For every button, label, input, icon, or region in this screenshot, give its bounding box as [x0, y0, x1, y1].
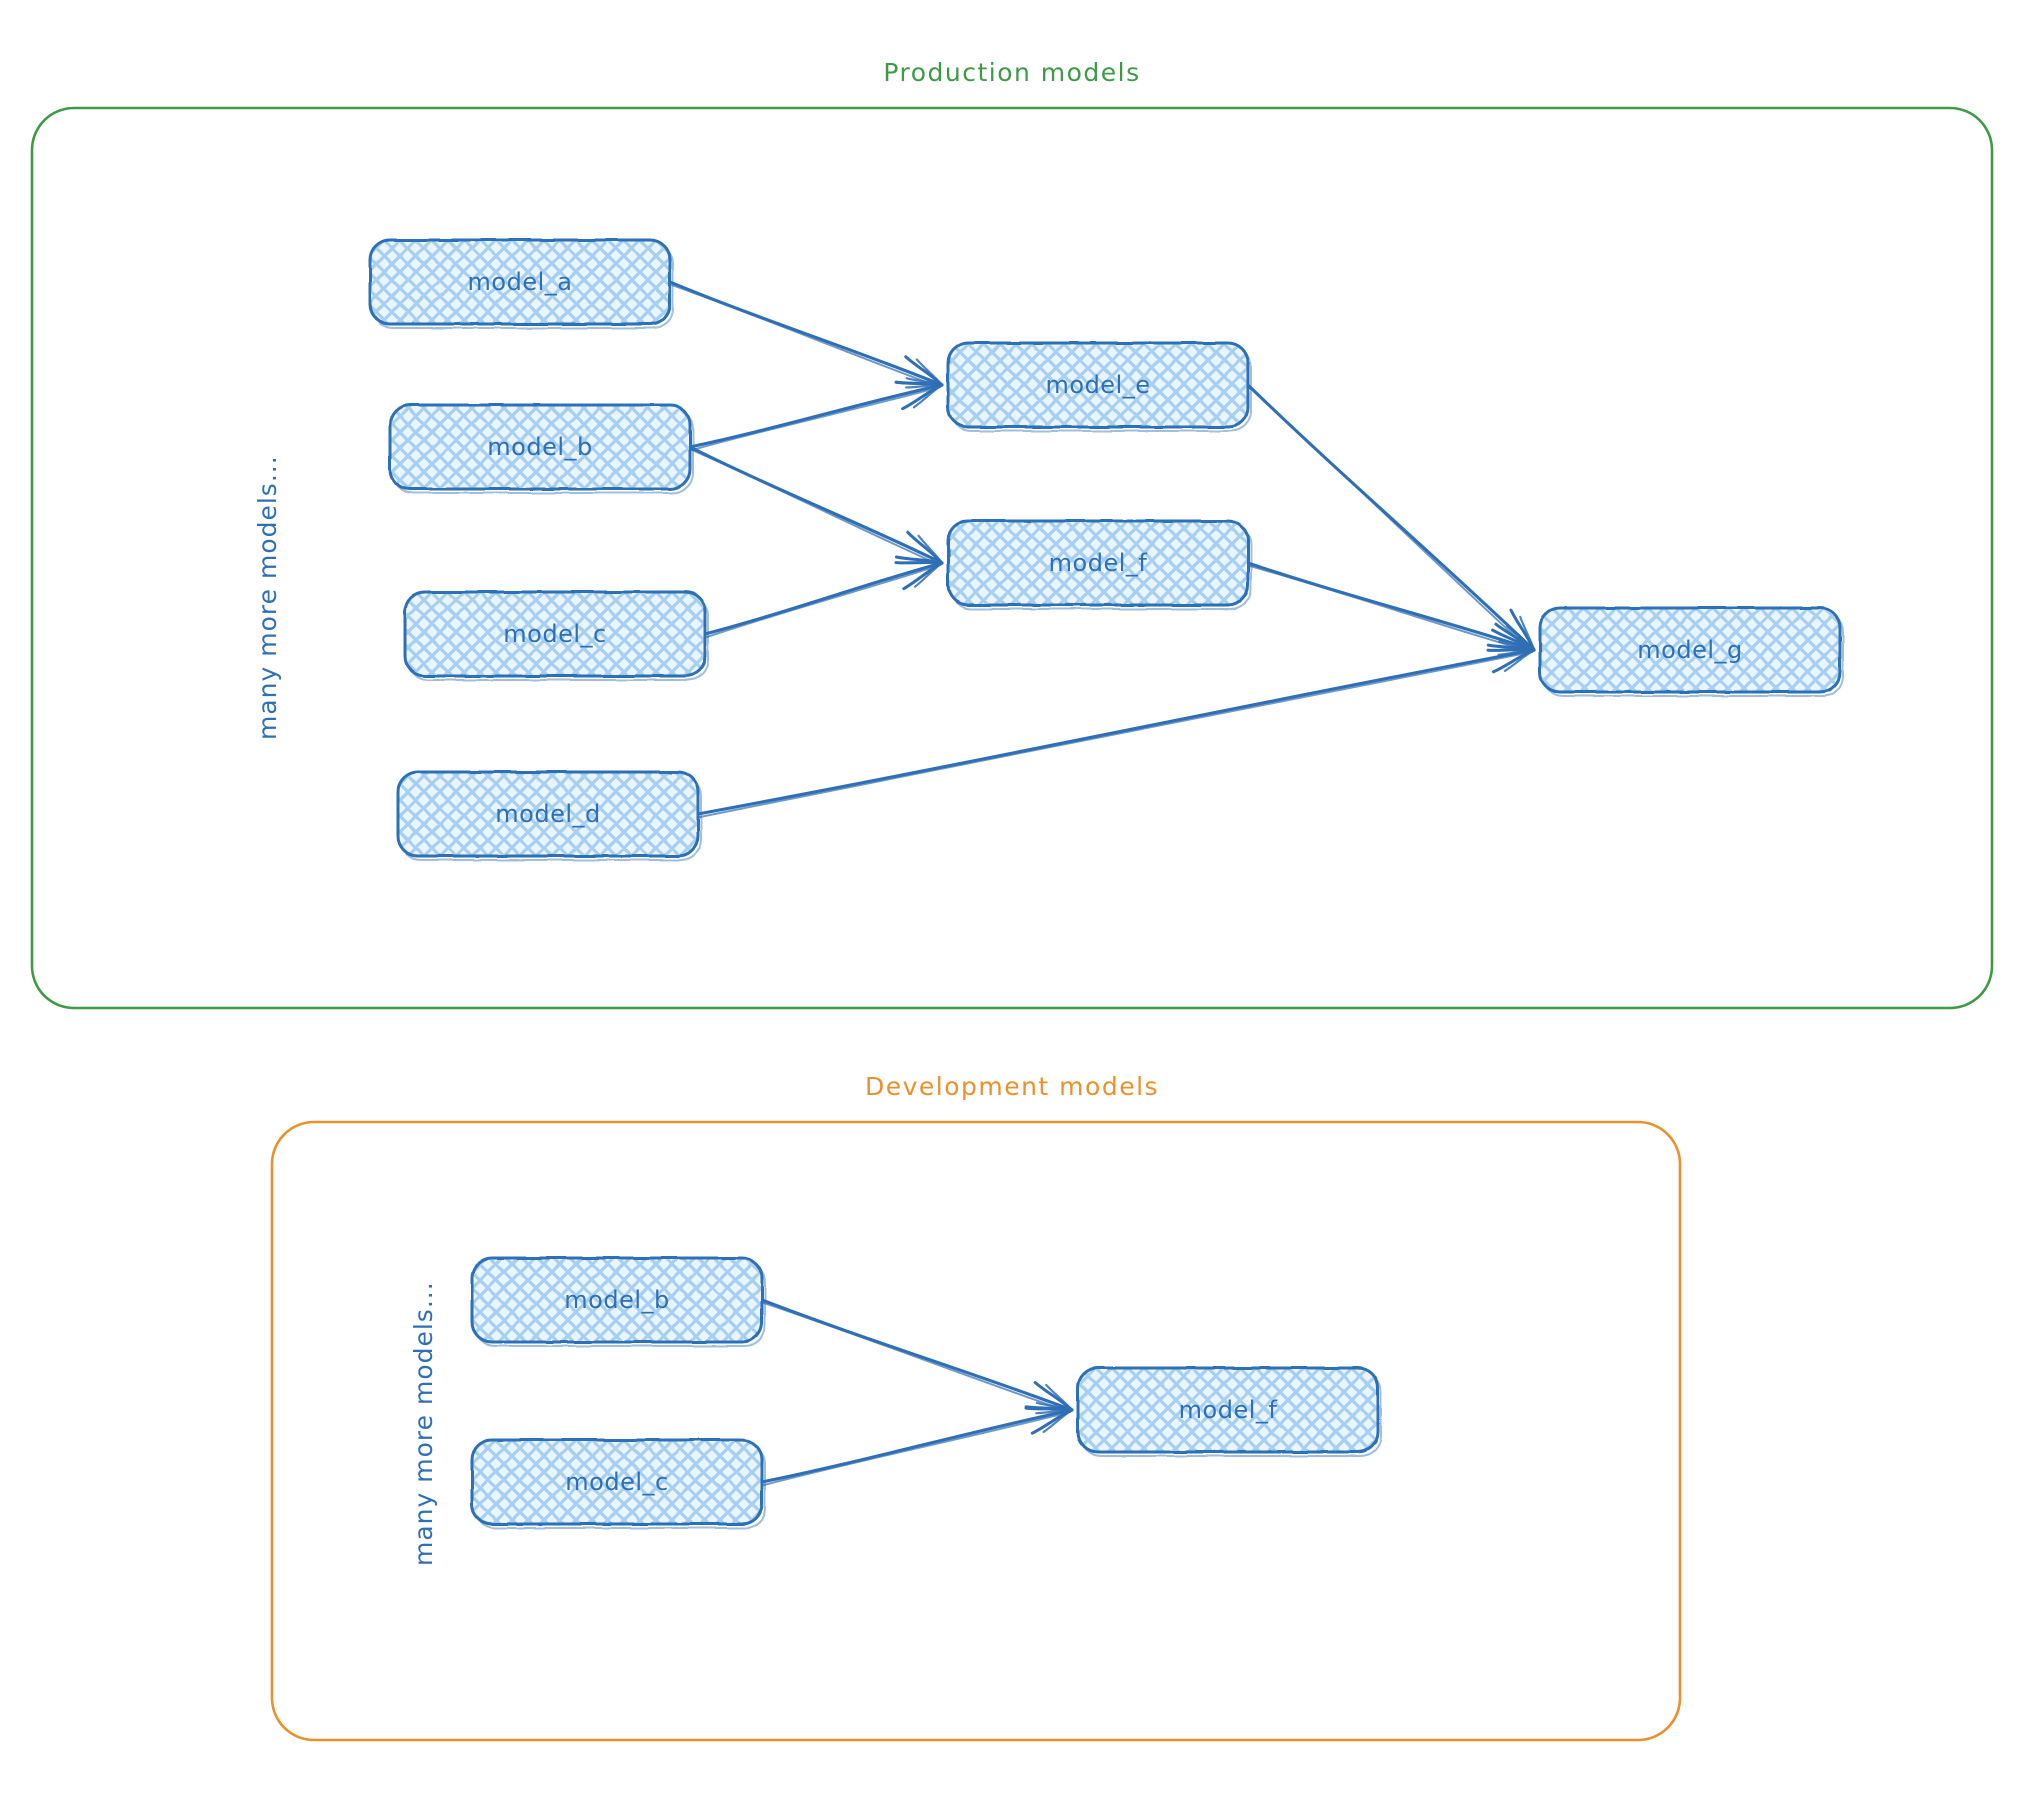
development-group-title: Development models	[864, 1072, 1160, 1101]
node-prod_model_b[interactable]	[388, 403, 694, 494]
edge-edge-dev-b-f	[760, 1298, 1074, 1415]
group-containers	[30, 106, 1994, 1742]
edges	[668, 280, 1536, 1486]
node-prod_model_a[interactable]	[368, 238, 674, 329]
node-prod_model_f[interactable]	[946, 519, 1252, 610]
node-body[interactable]	[470, 1256, 764, 1344]
node-dev_model_c[interactable]	[470, 1438, 766, 1529]
production-group-title: Production models	[883, 58, 1141, 87]
node-body[interactable]	[403, 590, 707, 678]
node-prod_model_c[interactable]	[403, 590, 709, 681]
node-body[interactable]	[368, 238, 672, 326]
node-prod_model_g[interactable]	[1538, 606, 1844, 697]
development-side-label: many more models...	[409, 1281, 438, 1566]
edge-edge-b-f	[688, 445, 944, 566]
node-dev_model_f[interactable]	[1076, 1366, 1382, 1457]
node-body[interactable]	[946, 519, 1250, 607]
node-prod_model_e[interactable]	[946, 341, 1252, 432]
edge-edge-b-e	[688, 377, 944, 451]
group-container-development	[270, 1120, 1682, 1742]
node-dev_model_b[interactable]	[470, 1256, 766, 1347]
production-side-label: many more models...	[253, 455, 282, 740]
edge-edge-f-g	[1246, 561, 1536, 656]
edge-edge-dev-c-f	[760, 1401, 1074, 1486]
nodes	[368, 238, 1844, 1529]
group-container-production	[30, 106, 1994, 1010]
node-prod_model_d[interactable]	[396, 770, 702, 861]
node-body[interactable]	[396, 770, 700, 858]
edge-edge-e-g	[1246, 383, 1536, 653]
node-body[interactable]	[1076, 1366, 1380, 1454]
node-body[interactable]	[388, 403, 692, 491]
node-body[interactable]	[1538, 606, 1842, 694]
edge-edge-c-f	[703, 556, 944, 638]
edge-edge-a-e	[668, 280, 944, 389]
edge-edge-d-g	[696, 640, 1536, 818]
node-body[interactable]	[470, 1438, 764, 1526]
node-body[interactable]	[946, 341, 1250, 429]
